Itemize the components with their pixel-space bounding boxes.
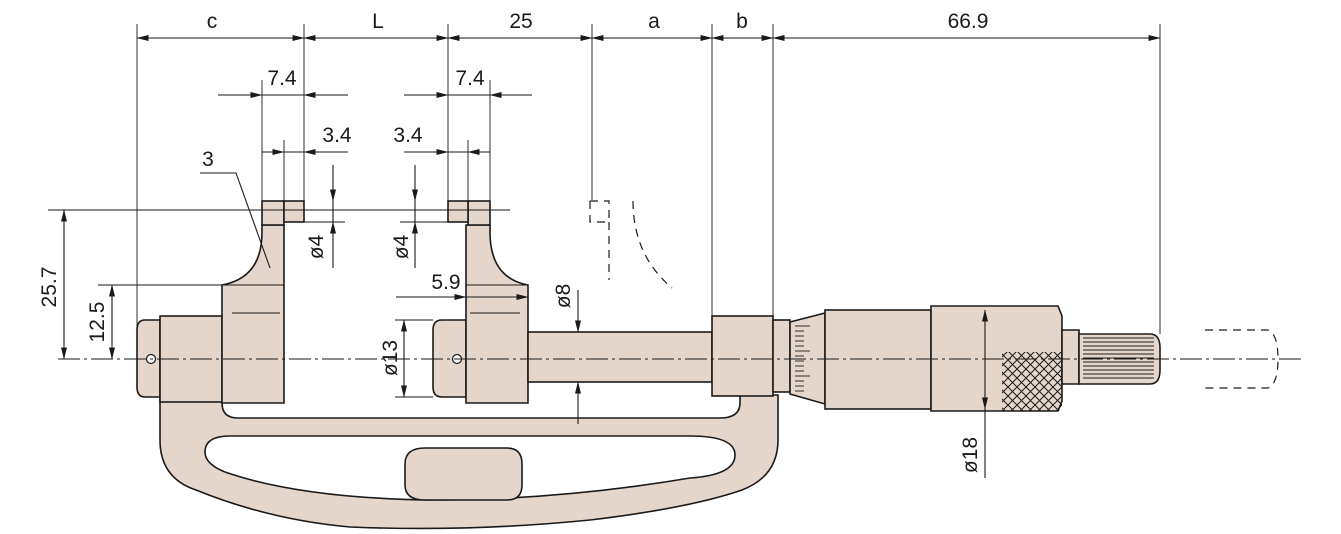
spindle (527, 331, 713, 383)
left-blade-tip (283, 200, 305, 223)
dim-7-4-left: 7.4 (267, 67, 297, 90)
dim-c: c (207, 10, 218, 33)
micrometer-body (136, 200, 1161, 530)
right-blade-tip-outer (467, 200, 491, 226)
dim-66-9: 66.9 (948, 10, 989, 33)
frame-boss (711, 315, 774, 397)
dim-5-9: 5.9 (431, 271, 460, 294)
dim-dia13: ø13 (379, 340, 402, 376)
dim-25: 25 (509, 10, 532, 33)
dim-25-7: 25.7 (38, 267, 61, 308)
sleeve-collar (772, 319, 791, 393)
dimension-lines (61, 35, 1161, 478)
dim-a: a (648, 10, 660, 33)
dim-dia4-left: ø4 (305, 234, 328, 259)
dimension-labels: c L 25 a b 66.9 7.4 7.4 3.4 3.4 3 5.9 ø4… (38, 10, 988, 473)
phantom-outline-jaw (589, 200, 673, 289)
extension-lines (48, 24, 1161, 398)
thimble-graduation (795, 325, 810, 392)
dim-L: L (372, 10, 384, 33)
dim-12-5: 12.5 (86, 302, 109, 343)
dim-dia8: ø8 (552, 284, 575, 309)
right-blade-tip (447, 200, 469, 223)
frame-slot (404, 447, 523, 501)
dim-b: b (736, 10, 748, 33)
callout-3: 3 (202, 148, 214, 171)
ratchet-ribs (1083, 337, 1154, 379)
left-blade (221, 224, 285, 404)
ratchet-neck (1061, 329, 1080, 385)
dim-3-4-right: 3.4 (393, 124, 423, 147)
dim-7-4-right: 7.4 (455, 67, 485, 90)
dim-3-4-left: 3.4 (322, 124, 352, 147)
left-blade-tip-outer (261, 200, 285, 226)
thimble-knurl (1002, 352, 1062, 411)
dim-dia4-right: ø4 (390, 234, 413, 259)
right-blade (465, 224, 529, 404)
dim-dia18: ø18 (959, 437, 982, 473)
